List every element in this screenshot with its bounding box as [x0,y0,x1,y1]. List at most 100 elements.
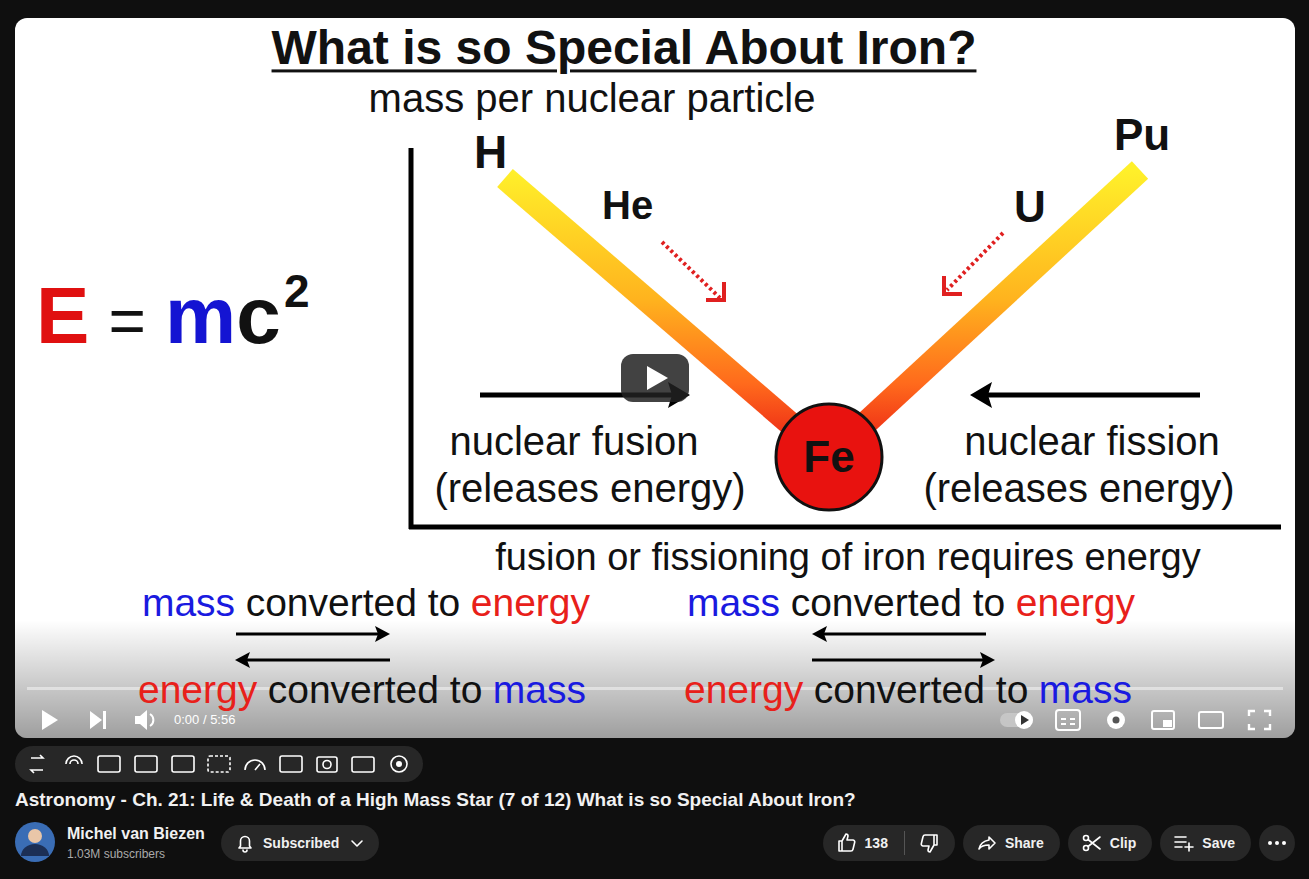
process-label: nuclear fusion [449,418,698,464]
slide-illustration-part [1113,717,1120,724]
slide-illustration-part [1021,715,1029,725]
slide-illustration-part [706,282,724,300]
axis-label: mass per nuclear particle [369,75,816,121]
element-symbol: Fe [803,435,854,479]
slide-illustration-part [42,710,58,730]
button-icon-part [1088,837,1100,849]
equation-symbol: m [165,270,236,362]
slide-illustration-part [1163,720,1172,727]
iron-note: fusion or fissioning of iron requires en… [495,536,1201,580]
dashed-arrows [662,233,1003,300]
equation-symbol: E [36,270,89,362]
conversion-word: mass [687,581,780,626]
slide-illustration [15,18,1295,738]
slide-illustration-part [662,242,720,298]
thumb-down-icon-part [921,835,937,852]
page-chrome-part [317,757,337,772]
equation-symbol: 2 [284,265,310,318]
conversion-row: massconverted toenergy [687,581,1135,626]
button-text: Subscribed [263,835,339,851]
button-text: Clip [1110,835,1136,851]
page-chrome-part [396,761,402,767]
conversion-row: massconverted toenergy [142,581,590,626]
circle-shape [776,404,882,510]
iron-circle: Fe [773,401,885,513]
channel-name: Michel van Biezen [67,825,205,843]
slide-illustration-part [1249,711,1270,729]
like-count: 138 [865,835,888,851]
page-chrome-part [245,760,265,770]
slide-illustration-part [647,366,668,390]
equation-symbol: = [109,285,146,359]
conversion-word: energy [471,581,590,626]
conversion-word: energy [684,668,803,713]
slide-illustration-part [621,354,689,402]
subscriber-count: 1.03M subscribers [67,848,165,862]
slide-illustration-part [90,711,102,729]
slide-illustration-part [409,525,1281,530]
more-button [1259,825,1295,861]
video-title: Astronomy - Ch. 21: Life & Death of a Hi… [15,789,856,811]
slide-illustration-part [1152,711,1174,729]
element-symbol: Pu [1114,110,1170,161]
thumb-down-icon [917,831,941,855]
slide-illustration-part [505,178,829,457]
slide-illustration-part [135,710,147,730]
process-label: nuclear fission [964,418,1220,464]
slide-illustration-part [944,276,962,294]
page-chrome-part [1259,825,1295,861]
chevron-icon [345,831,369,855]
slide-illustration-part [103,711,106,729]
page-chrome-part [135,756,157,772]
conversion-word: mass [1039,668,1132,713]
page-chrome-part [21,844,49,856]
page-chrome-part [172,756,194,772]
page-chrome-part [208,756,230,772]
page-chrome-part [280,756,302,772]
button-icon-part [979,837,995,849]
divider [904,831,905,855]
slide-illustration-part [829,170,1140,457]
button-icon [1080,831,1104,855]
slide-illustration-part [947,233,1003,290]
element-symbol: H [474,126,507,179]
page-chrome-part [15,822,55,862]
conversion-word: converted to [246,581,461,626]
slide-illustration-part [984,393,1200,398]
process-note: (releases energy) [923,465,1234,511]
bell-icon [233,831,257,855]
conversion-row: energyconverted tomass [138,668,586,713]
page-chrome-part [323,761,331,769]
graph-axes [409,148,1281,529]
conversion-word: converted to [268,668,483,713]
slide-illustration-part [1199,712,1223,728]
page-chrome-part [1275,841,1279,845]
conversion-word: energy [1016,581,1135,626]
page-chrome-part [352,757,374,772]
conversion-word: converted to [814,668,1029,713]
process-note: (releases energy) [434,465,745,511]
page-chrome-part [66,756,82,764]
button-text: Save [1202,835,1235,851]
player-toolbar [15,746,423,782]
slide-illustration-part [409,148,414,529]
chevron-icon-part [352,841,362,846]
conversion-word: mass [493,668,586,713]
clip-button: Clip [1068,825,1152,861]
page-chrome-part [1268,841,1272,845]
slide-illustration-part [970,382,992,408]
conversion-word: converted to [791,581,1006,626]
conversion-row: energyconverted tomass [684,668,1132,713]
button-text: Share [1005,835,1044,851]
page-chrome-part [15,746,423,782]
slide-illustration-part [1015,711,1033,729]
channel-avatar [15,822,55,862]
share-button: Share [963,825,1060,861]
page-chrome-part [28,829,42,843]
bell-icon-part [239,837,251,853]
video-frame [15,18,1295,738]
thumb-down-icon-part [921,835,937,852]
button-icon-part [1175,837,1193,851]
slide-illustration-part [1061,719,1075,724]
page-chrome-part [98,756,120,772]
